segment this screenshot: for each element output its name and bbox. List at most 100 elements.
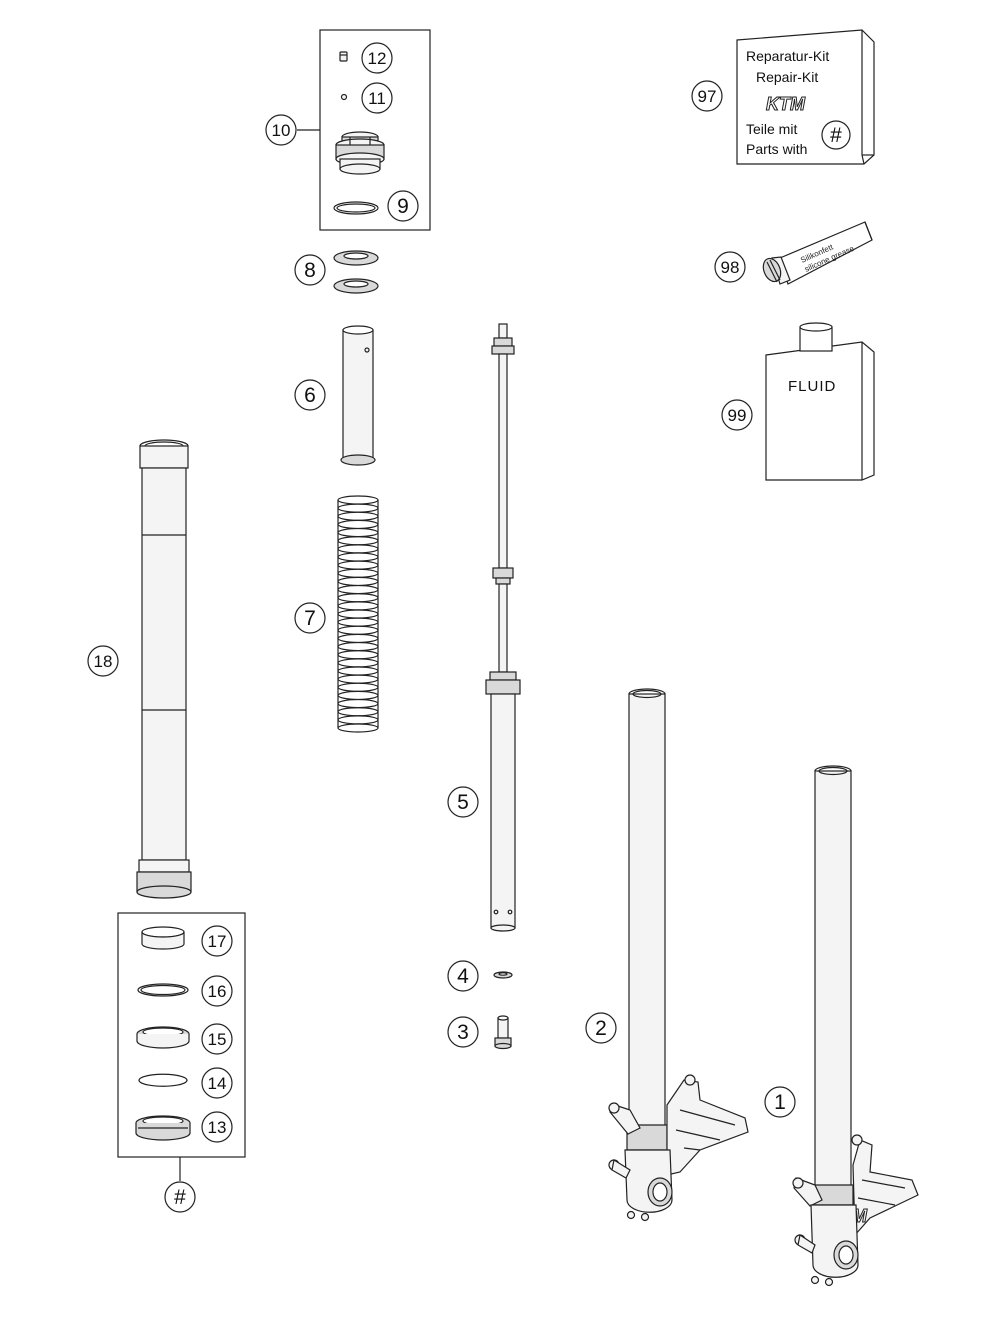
spring-coil: [337, 544, 379, 554]
callout-number: 14: [208, 1074, 227, 1093]
spring-coil: [337, 495, 379, 505]
callout-12: 12: [361, 42, 393, 74]
callout-circle: [361, 42, 393, 74]
callout-number: 98: [721, 258, 740, 277]
part-3-bolt: [494, 1015, 512, 1050]
callout-4: 4: [447, 960, 479, 992]
spring-coil: [337, 617, 379, 627]
callout-number: 9: [397, 195, 409, 218]
group-box-13-17: [117, 912, 246, 1158]
callout-number: 7: [304, 607, 316, 630]
part-8-washers: [333, 250, 379, 294]
ktm-logo: KTM: [766, 94, 806, 114]
callout-circle: [201, 1111, 233, 1143]
callout-circle: [714, 251, 746, 283]
grease-tube-icon: Silikonfett silicone grease: [762, 221, 873, 285]
callout-number: 3: [457, 1021, 469, 1044]
callout-circle: [361, 82, 393, 114]
kit-line-1: Reparatur-Kit: [746, 48, 829, 64]
spring-coil: [337, 593, 379, 603]
spring-coil: [337, 650, 379, 660]
callout-circle: [294, 602, 326, 634]
callout-14: 14: [201, 1067, 233, 1099]
part-10-top-cap: [335, 131, 385, 175]
callout-number: 1: [774, 1091, 786, 1114]
callout-2: 2: [585, 1012, 617, 1044]
callout-3: 3: [447, 1016, 479, 1048]
spring-coil: [337, 723, 379, 733]
callout-18: 18: [87, 645, 119, 677]
kit-marker: #: [830, 124, 842, 147]
callout-number: 4: [457, 965, 469, 988]
part-15-dust-seal: [136, 1026, 190, 1049]
callout-circle: [265, 114, 297, 146]
callout-number: 99: [728, 406, 747, 425]
callout-8: 8: [294, 254, 326, 286]
callout-number: #: [174, 1186, 186, 1209]
part-14-snap-ring: [138, 1073, 188, 1083]
callout-number: 12: [368, 49, 387, 68]
kit-line-4: Parts with: [746, 141, 807, 157]
spring-coil: [337, 584, 379, 595]
part-1-fork-leg: KTM: [792, 765, 919, 1287]
spring-coil: [337, 601, 379, 611]
callout-circle: [585, 1012, 617, 1044]
callout-number: 17: [208, 932, 227, 951]
fluid-label: FLUID: [788, 378, 836, 395]
callout-97: 97: [691, 80, 723, 112]
callout-circle: [447, 960, 479, 992]
spring-coil: [337, 658, 379, 668]
part-11-ball: [340, 93, 348, 101]
spring-coil: [337, 536, 379, 546]
callout-circle: [201, 975, 233, 1007]
callout-10: 10: [265, 114, 297, 146]
callout-16: 16: [201, 975, 233, 1007]
callout-circle: [387, 190, 419, 222]
fluid-bottle-icon: FLUID: [765, 322, 875, 481]
spring-coil: [337, 560, 379, 570]
callout-circle: [447, 786, 479, 818]
callout-number: 8: [304, 259, 316, 282]
callout-6: 6: [294, 379, 326, 411]
callout-circle: [87, 645, 119, 677]
callout-circle: [201, 1067, 233, 1099]
spring-coil: [337, 690, 379, 701]
part-5-cartridge: [485, 323, 521, 932]
part-4-washer: [493, 971, 513, 979]
spring-coil: [337, 527, 379, 538]
callout-number: 97: [698, 87, 717, 106]
spring-coil: [337, 682, 379, 692]
callout-5: 5: [447, 786, 479, 818]
callout-number: 18: [94, 652, 113, 671]
callout-99: 99: [721, 399, 753, 431]
callout-circle: [294, 254, 326, 286]
spring-coil: [337, 552, 379, 562]
spring-coil: [337, 625, 379, 635]
part-6-spacer-tube: [340, 325, 376, 466]
callout-circle: [764, 1086, 796, 1118]
spring-coil: [337, 568, 379, 578]
callout-number: 11: [368, 89, 386, 108]
spring-coil: [337, 641, 379, 652]
bushing-seal-group: [117, 912, 246, 1181]
callout-13: 13: [201, 1111, 233, 1143]
part-12-screw: [339, 51, 348, 62]
part-18-outer-tube: [136, 439, 192, 899]
kit-line-3: Teile mit: [746, 121, 797, 137]
callout-circle: [164, 1181, 196, 1213]
spring-coil: [337, 633, 379, 644]
repair-kit-box-icon: Reparatur-Kit Repair-Kit KTM Teile mit P…: [736, 29, 875, 165]
part-13-oil-seal: [135, 1115, 191, 1141]
callout-circle: [447, 1016, 479, 1048]
callout-7: 7: [294, 602, 326, 634]
spring-coil: [337, 674, 379, 684]
callout-kit-marker: #: [164, 1181, 196, 1213]
spring-coil: [337, 576, 379, 587]
part-16-ring: [137, 983, 189, 997]
callout-circle: [201, 925, 233, 957]
callout-number: 16: [208, 982, 227, 1001]
part-17-guide-bushing: [141, 926, 185, 950]
spring-coil: [337, 666, 379, 676]
